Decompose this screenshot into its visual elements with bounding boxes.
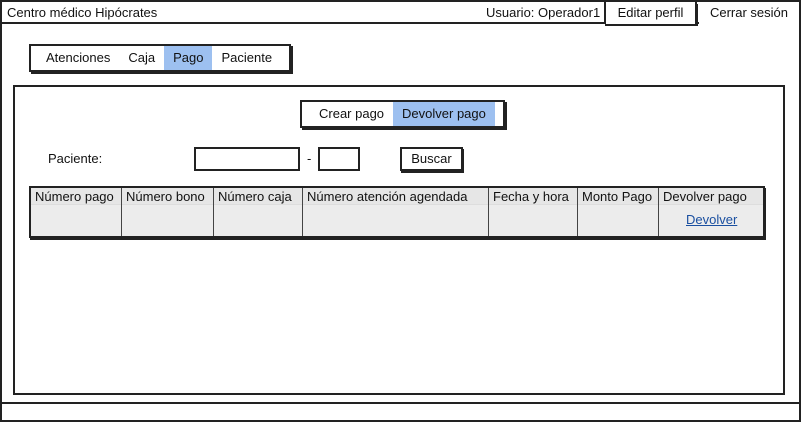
payments-table: Número pago Número bono Número caja Núme… (29, 186, 765, 238)
subtab-crear-pago[interactable]: Crear pago (319, 106, 385, 121)
column-header: Número atención agendada (303, 188, 488, 205)
column-numero-bono: Número bono (121, 188, 213, 236)
column-header: Número pago (31, 188, 121, 205)
column-header: Monto Pago (578, 188, 658, 205)
column-fecha-hora: Fecha y hora (488, 188, 577, 236)
column-monto-pago: Monto Pago (577, 188, 658, 236)
column-numero-pago: Número pago (31, 188, 121, 236)
column-header: Devolver pago (659, 188, 763, 205)
user-label: Usuario: Operador1 (486, 5, 601, 20)
footer-divider (2, 402, 799, 404)
patient-label: Paciente: (48, 151, 103, 166)
search-button[interactable]: Buscar (400, 147, 463, 171)
column-numero-caja: Número caja (213, 188, 302, 236)
column-numero-atencion: Número atención agendada (302, 188, 488, 236)
edit-profile-button[interactable]: Editar perfil (604, 2, 697, 24)
tab-paciente[interactable]: Paciente (221, 50, 273, 65)
column-header: Número bono (122, 188, 213, 205)
tab-caja[interactable]: Caja (128, 50, 156, 65)
column-header: Fecha y hora (489, 188, 577, 205)
tab-atenciones[interactable]: Atenciones (46, 50, 111, 65)
logout-button[interactable]: Cerrar sesión (699, 2, 799, 24)
content-panel: Crear pago Devolver pago Paciente: - Bus… (13, 85, 785, 395)
column-devolver-pago: Devolver pago Devolver (658, 188, 763, 236)
main-tabs: Atenciones Caja Pago Paciente (29, 44, 291, 72)
tab-pago[interactable]: Pago (164, 46, 213, 70)
app-title: Centro médico Hipócrates (7, 5, 158, 20)
refund-link[interactable]: Devolver (686, 212, 738, 227)
rut-separator: - (307, 151, 312, 166)
sub-tabs: Crear pago Devolver pago (300, 100, 505, 128)
patient-rut-dv-input[interactable] (318, 147, 360, 171)
patient-rut-input[interactable] (194, 147, 300, 171)
subtab-devolver-pago[interactable]: Devolver pago (393, 102, 495, 126)
header-bar: Centro médico Hipócrates Usuario: Operad… (2, 2, 799, 24)
column-header: Número caja (214, 188, 302, 205)
